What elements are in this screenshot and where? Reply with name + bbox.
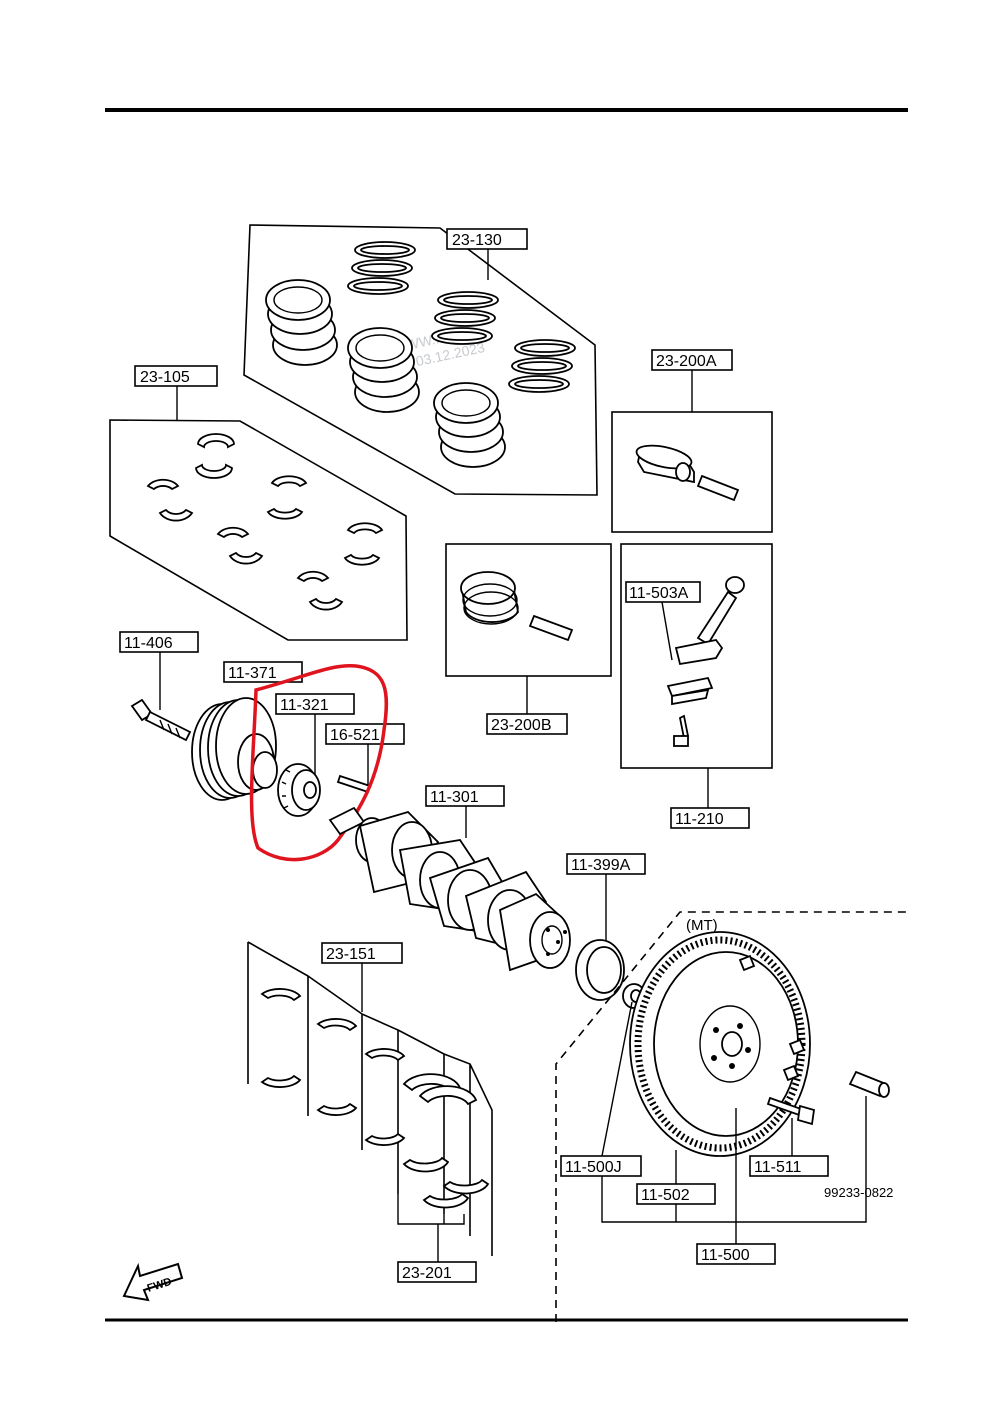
label-23-201: 23-201 (397, 1261, 477, 1283)
svg-text:23-201: 23-201 (402, 1265, 452, 1282)
svg-text:23-200B: 23-200B (491, 717, 552, 734)
conrod-bearing-shells (260, 988, 490, 1209)
highlight-circle (249, 664, 389, 862)
connecting-rod-box (620, 543, 773, 769)
drawing-number: 99233-0822 (824, 1185, 893, 1200)
svg-text:11-502: 11-502 (641, 1187, 690, 1204)
svg-text:11-511: 11-511 (754, 1159, 802, 1176)
label-11-406: 11-406 (119, 631, 199, 653)
svg-text:11-301: 11-301 (430, 789, 479, 806)
svg-text:11-500J: 11-500J (565, 1159, 622, 1176)
label-11-301: 11-301 (425, 785, 505, 807)
connecting-rod (666, 576, 745, 747)
svg-text:11-500: 11-500 (701, 1247, 750, 1264)
rear-oil-seal (575, 939, 625, 1001)
label-11-500J: 11-500J (560, 1155, 642, 1177)
mt-label: (MT) (686, 917, 718, 934)
svg-text:23-200A: 23-200A (656, 353, 717, 370)
svg-text:11-503A: 11-503A (629, 585, 689, 602)
label-11-210: 11-210 (670, 807, 750, 829)
flywheel (629, 931, 811, 1157)
svg-text:23-130: 23-130 (452, 232, 502, 249)
piston-b-box (445, 543, 612, 677)
piston-rings-frame (243, 224, 598, 496)
label-11-399A: 11-399A (566, 853, 646, 875)
timing-gear (277, 763, 321, 817)
main-bearing-shells (146, 433, 384, 611)
label-23-200A: 23-200A (651, 349, 733, 371)
label-23-151: 23-151 (321, 942, 403, 964)
svg-text:11-399A: 11-399A (571, 857, 631, 874)
label-11-502: 11-502 (636, 1183, 716, 1205)
label-11-500: 11-500 (696, 1243, 776, 1265)
fwd-arrow-icon: FWD (122, 1262, 184, 1302)
svg-text:11-371: 11-371 (228, 665, 277, 682)
svg-text:16-521: 16-521 (330, 727, 380, 744)
crankshaft-key (336, 774, 372, 794)
label-23-130: 23-130 (446, 228, 528, 250)
label-23-200B: 23-200B (486, 713, 568, 735)
pulley-bolt (130, 698, 192, 742)
mt-boundary (555, 911, 906, 1322)
svg-text:11-321: 11-321 (280, 697, 329, 714)
crankshaft (328, 806, 571, 972)
piston-rings-set (265, 241, 576, 468)
label-11-511: 11-511 (749, 1155, 829, 1177)
dowel-pin (848, 1070, 890, 1098)
svg-text:11-210: 11-210 (675, 811, 724, 828)
piston-a (635, 444, 740, 502)
crankshaft-pulley (191, 697, 278, 801)
flywheel-bolt (766, 1096, 816, 1126)
label-11-371: 11-371 (223, 661, 303, 683)
svg-text:23-151: 23-151 (326, 946, 376, 963)
label-11-503A: 11-503A (625, 581, 701, 603)
label-16-521: 16-521 (325, 723, 405, 745)
thrust-bearing-frame (247, 941, 493, 1256)
svg-text:11-406: 11-406 (124, 635, 173, 652)
label-11-321: 11-321 (275, 693, 355, 715)
main-bearings-frame (109, 419, 408, 641)
svg-text:23-105: 23-105 (140, 369, 190, 386)
label-23-105: 23-105 (134, 365, 218, 387)
piston-b (460, 571, 574, 642)
